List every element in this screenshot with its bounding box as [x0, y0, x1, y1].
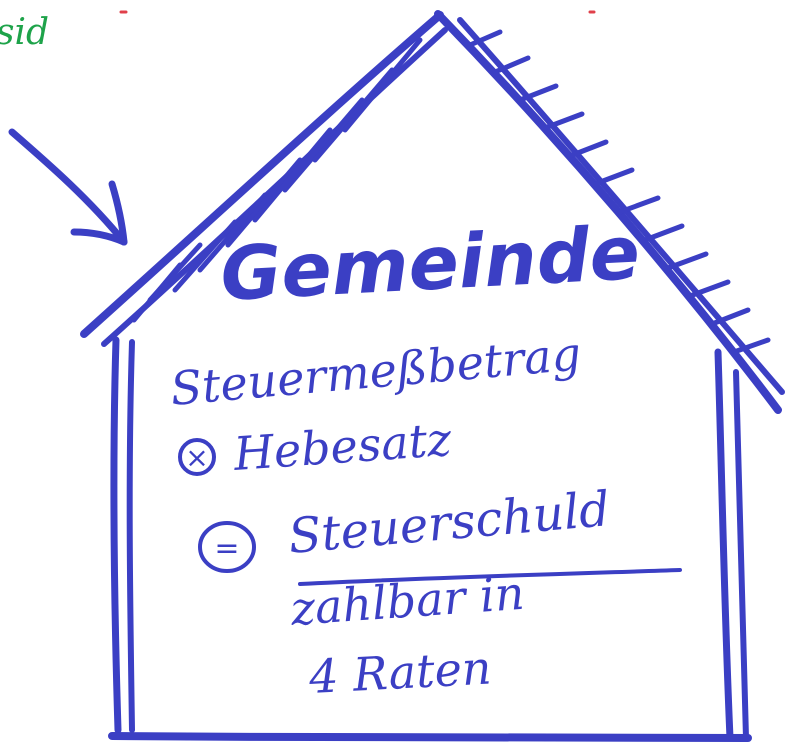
house-title: Gemeinde [218, 210, 641, 318]
formula-line-2: Hebesatz [231, 412, 454, 481]
operator-multiply: × [185, 441, 208, 474]
formula-line-4: zahlbar in [288, 566, 526, 636]
formula-line-1: Steuermeßbetrag [168, 326, 583, 416]
corner-note: sid [0, 12, 49, 53]
formula-line-3: Steuerschuld [286, 481, 612, 565]
operator-equals: = [214, 531, 239, 566]
formula-line-5: 4 Raten [307, 641, 493, 705]
arrow-down-right-icon [12, 132, 124, 242]
